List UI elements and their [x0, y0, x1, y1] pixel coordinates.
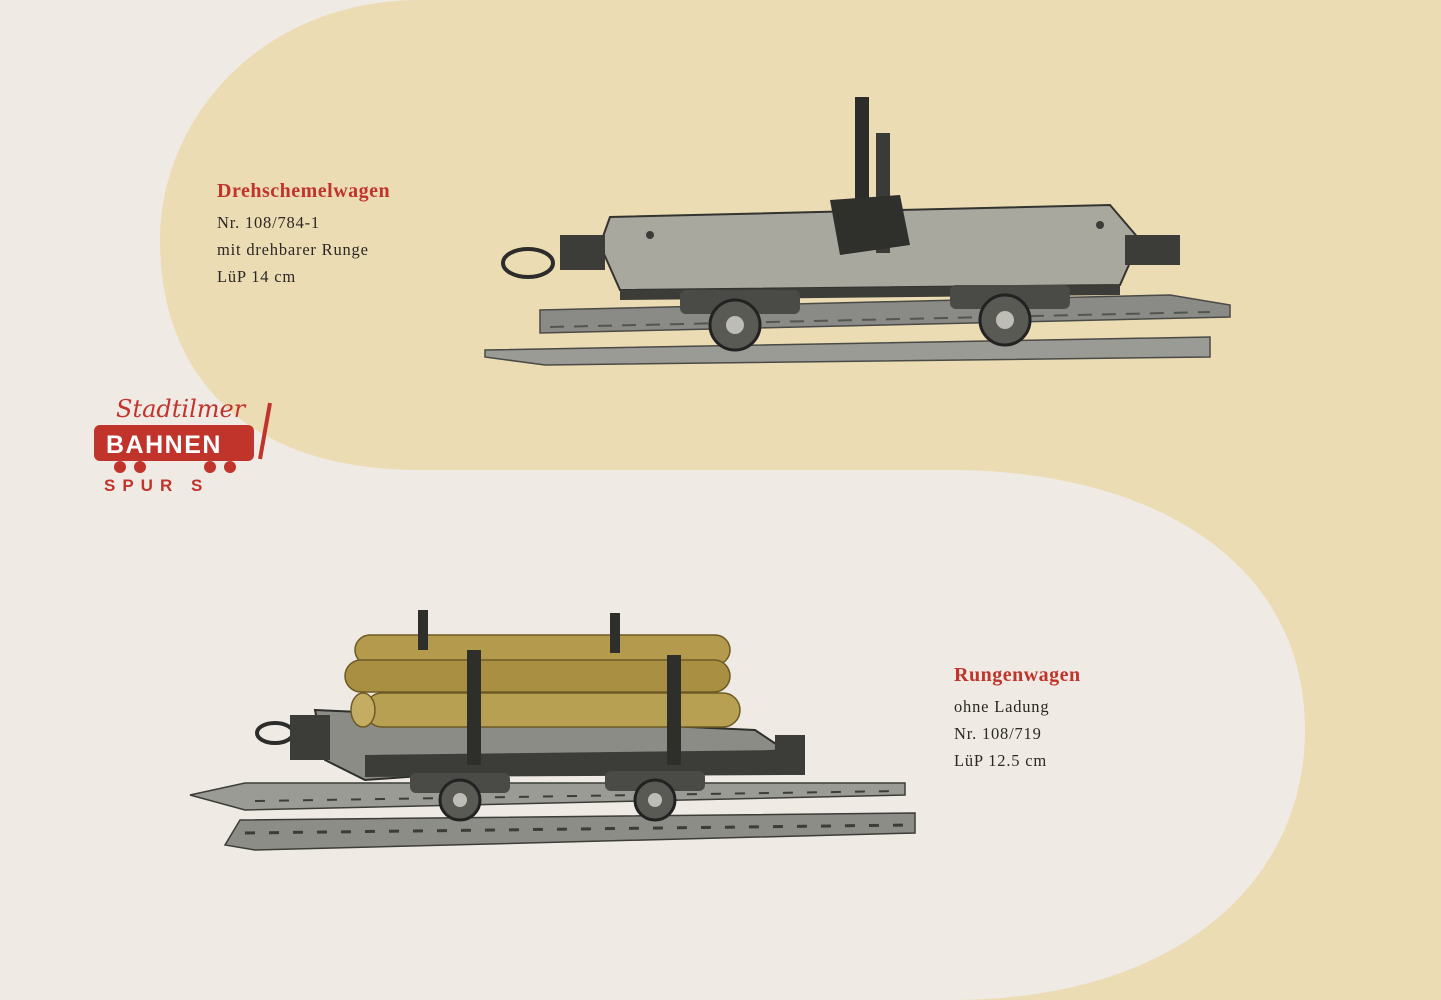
drehschemelwagen-description: Drehschemelwagen Nr. 108/784-1 mit drehb…: [217, 180, 390, 290]
logo-brand: BAHNEN: [106, 431, 222, 459]
couplers: [255, 715, 805, 775]
swivel-stanchion: [830, 97, 910, 255]
logo-script: Stadtilmer: [116, 395, 247, 423]
wheelset-left: [410, 773, 510, 822]
item-number: Nr. 108/784-1: [217, 213, 320, 232]
stadtilmer-bahnen-logo: Stadtilmer BAHNEN SPUR S: [94, 395, 272, 495]
wheelset-left: [680, 290, 800, 352]
rungenwagen-illustration: [189, 610, 916, 851]
item-title: Rungenwagen: [954, 664, 1081, 686]
item-length: LüP 12.5 cm: [954, 751, 1047, 770]
item-title: Drehschemelwagen: [217, 180, 391, 202]
item-number: Nr. 108/719: [954, 724, 1042, 743]
track-rails: [189, 782, 916, 851]
stanchions: [418, 610, 681, 765]
wheelset-right: [950, 285, 1070, 347]
wheelset-right: [605, 771, 705, 822]
rungenwagen-description: Rungenwagen ohne Ladung Nr. 108/719 LüP …: [954, 664, 1081, 774]
log-load: [344, 634, 741, 728]
drehschemelwagen-illustration: [484, 97, 1231, 366]
item-load-note: ohne Ladung: [954, 697, 1050, 716]
track-rails: [484, 294, 1231, 366]
item-feature: mit drehbarer Runge: [217, 240, 369, 259]
item-length: LüP 14 cm: [217, 267, 297, 286]
couplers: [501, 235, 1180, 279]
logo-gauge: SPUR S: [104, 476, 209, 495]
